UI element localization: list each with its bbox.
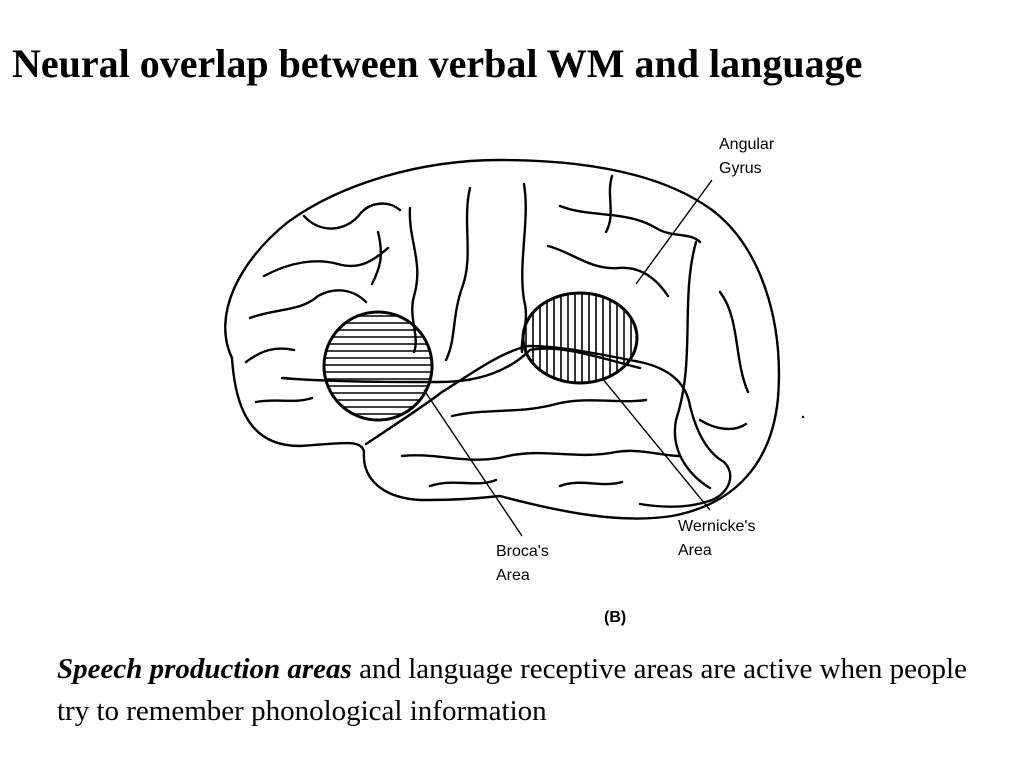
central-sulcus xyxy=(444,186,472,362)
frontal-gyrus-line xyxy=(248,289,368,320)
brocas-area-region xyxy=(322,310,434,422)
panel-label: (B) xyxy=(604,609,627,626)
parietal-gyrus-line xyxy=(698,418,748,431)
caption-emphasis: Speech production areas xyxy=(57,653,352,685)
brain-outline xyxy=(224,158,781,520)
temporal-gyrus-line xyxy=(450,398,648,418)
brocas-area-leader-line xyxy=(423,389,523,537)
wernickes-area-region xyxy=(521,291,639,385)
wernickes-area-leader-line xyxy=(601,377,711,511)
frontal-gyrus-line xyxy=(244,347,296,364)
parietal-gyrus-line xyxy=(604,174,614,234)
temporal-lobe-outline xyxy=(364,344,732,508)
occipital-boundary xyxy=(673,240,712,490)
temporal-gyrus-line xyxy=(400,449,682,461)
frontal-gyrus-line xyxy=(370,230,383,286)
caption-text: and language receptive areas are active … xyxy=(57,653,967,727)
brain-diagram: Angular Gyrus Broca's Area Wernicke's Ar… xyxy=(224,136,805,626)
frontal-gyrus-line xyxy=(302,202,402,230)
temporal-gyrus-line xyxy=(558,480,624,488)
angular-gyrus-leader-line xyxy=(635,179,713,285)
frontal-gyrus-line xyxy=(254,396,314,404)
angular-gyrus-label: Angular Gyrus xyxy=(719,136,775,177)
slide-title: Neural overlap between verbal WM and lan… xyxy=(12,41,863,86)
parietal-gyrus-line xyxy=(558,204,702,244)
parietal-gyrus-line xyxy=(718,290,750,394)
parietal-gyrus-line xyxy=(546,244,670,298)
frontal-gyrus-line xyxy=(408,206,419,354)
slide-caption: Speech production areas and language rec… xyxy=(57,648,997,732)
brocas-area-label: Broca's Area xyxy=(496,543,549,584)
wernickes-area-label: Wernicke's Area xyxy=(678,518,756,559)
stray-dot xyxy=(801,415,805,419)
temporal-gyrus-line xyxy=(428,478,498,488)
sylvian-fissure xyxy=(280,347,642,384)
frontal-gyrus-line xyxy=(262,246,390,278)
